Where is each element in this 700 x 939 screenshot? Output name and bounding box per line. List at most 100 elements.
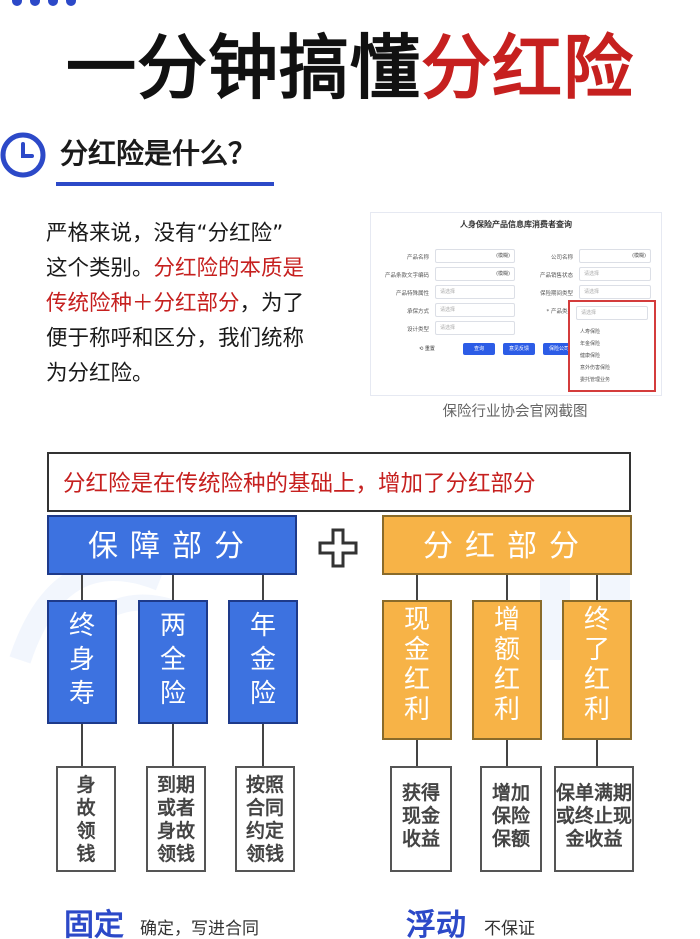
dividend-item-box: 增额红利 (472, 600, 542, 740)
intro-line: 便于称呼和区分，我们统称 (46, 326, 305, 351)
intro-line: 传统险种＋分红部分，为了 (46, 286, 366, 321)
guarantee-part-header: 保障部分 (47, 515, 297, 575)
form-field: (模糊) (435, 249, 515, 263)
guarantee-item-box: 两全险 (138, 600, 208, 724)
form-label: 产品条款文字编码 (384, 273, 429, 279)
connector-line (172, 724, 174, 766)
dividend-item-char: 红 (493, 665, 520, 695)
guarantee-description-line: 身故 (156, 820, 195, 842)
connector-line (172, 575, 174, 600)
form-label: 保险期间类型 (539, 291, 573, 297)
connector-line (416, 740, 418, 766)
guarantee-item-box: 终身寿 (47, 600, 117, 724)
guarantee-description-line: 或者 (156, 797, 195, 819)
screenshot-form-row: 产品名称 (模糊) 公司名称 (模糊) (371, 249, 661, 265)
dividend-item-box: 终了红利 (562, 600, 632, 740)
screenshot-caption: 保险行业协会官网截图 (442, 404, 588, 420)
form-label: 公司名称 (550, 255, 573, 261)
screenshot-dropdown: 请选择 人寿保险年金保险健康保险意外伤害保险委托管理业务 (568, 300, 656, 392)
intro-text: 严格来说，没有“分红险” 这个类别。分红险的本质是 传统险种＋分红部分，为了 便… (46, 216, 366, 391)
website-screenshot: 人身保险产品信息库消费者查询 产品名称 (模糊) 公司名称 (模糊) 产品条款文字编码 (… (370, 212, 662, 396)
guarantee-description-line: 合同 (245, 797, 284, 819)
fixed-description: 确定，写进合同 (140, 919, 259, 939)
dividend-description-line: 增加 (491, 782, 530, 804)
guarantee-description-line: 约定 (245, 820, 284, 842)
screenshot-button: ⟲ 重置 (411, 343, 443, 355)
guarantee-description-line: 故 (76, 797, 96, 819)
guarantee-item-char: 身 (68, 645, 95, 675)
dropdown-input: 请选择 (576, 306, 648, 320)
section-underline (56, 182, 274, 186)
dividend-item-description: 保单满期或终止现金收益 (554, 766, 634, 872)
dropdown-option: 意外伤害保险 (580, 365, 611, 371)
screenshot-button: 保险公司 (543, 343, 575, 355)
screenshot-title: 人身保险产品信息库消费者查询 (460, 220, 572, 229)
form-field: 请选择 (579, 285, 651, 299)
dividend-description-line: 现金 (401, 805, 440, 827)
guarantee-item-char: 终 (68, 611, 95, 641)
guarantee-description-line: 领钱 (245, 843, 284, 865)
dividend-item-char: 增 (493, 605, 520, 635)
dividend-item-char: 金 (403, 635, 430, 665)
dividend-description-line: 收益 (401, 828, 440, 850)
dividend-item-char: 利 (403, 695, 430, 725)
section-title: 分红险是什么？ (60, 137, 257, 170)
dividend-description-line: 保单满期 (556, 782, 633, 804)
form-label: 产品特殊属性 (395, 291, 429, 297)
intro-line: 这个类别。分红险的本质是 (46, 251, 366, 286)
dividend-description-line: 获得 (401, 782, 440, 804)
connector-line (506, 740, 508, 766)
dropdown-option: 人寿保险 (580, 329, 601, 335)
dividend-item-description: 获得现金收益 (390, 766, 452, 872)
dividend-item-char: 红 (583, 665, 610, 695)
dividend-description-line: 金收益 (565, 828, 623, 850)
dividend-item-char: 利 (583, 695, 610, 725)
screenshot-form-row: 产品特殊属性请选择保险期间类型请选择 (371, 285, 661, 301)
form-field: (模糊) (435, 267, 515, 281)
floating-label: 浮动 (406, 908, 466, 939)
dividend-item-char: 终 (583, 605, 610, 635)
dividend-item-char: 现 (403, 605, 430, 635)
guarantee-item-char: 年 (249, 611, 276, 641)
dividend-item-box: 现金红利 (382, 600, 452, 740)
dropdown-option: 健康保险 (580, 353, 601, 359)
form-label: 设计类型 (406, 327, 429, 333)
guarantee-item-char: 金 (249, 645, 276, 675)
guarantee-description-line: 领钱 (156, 843, 195, 865)
form-field: 请选择 (435, 285, 515, 299)
clock-icon (0, 132, 46, 178)
dividend-item-char: 红 (403, 665, 430, 695)
guarantee-item-description: 身故领钱 (56, 766, 116, 872)
form-label: 产品名称 (406, 255, 429, 261)
fixed-label: 固定 (64, 908, 124, 939)
form-field: 请选择 (435, 303, 515, 317)
intro-line: 严格来说，没有“分红险” (46, 221, 284, 246)
guarantee-item-char: 两 (159, 611, 186, 641)
dividend-description-line: 保险 (491, 805, 530, 827)
summary-banner: 分红险是在传统险种的基础上，增加了分红部分 (47, 452, 631, 512)
connector-line (596, 575, 598, 600)
intro-line: 为分红险。 (46, 361, 154, 386)
connector-line (506, 575, 508, 600)
dividend-part-header: 分红部分 (382, 515, 632, 575)
dropdown-option: 年金保险 (580, 341, 601, 347)
dropdown-option: 委托管理业务 (580, 377, 611, 383)
guarantee-description-line: 领 (76, 820, 96, 842)
form-field: (模糊) (579, 249, 651, 263)
dividend-item-description: 增加保险保额 (480, 766, 542, 872)
guarantee-item-char: 寿 (68, 679, 95, 709)
dividend-description-line: 保额 (491, 828, 530, 850)
guarantee-description-line: 按照 (245, 774, 284, 796)
dividend-item-char: 了 (583, 635, 610, 665)
guarantee-item-char: 险 (159, 679, 186, 709)
banner-text: 分红险是在传统险种的基础上，增加了分红部分 (63, 471, 536, 497)
form-label: 产品销售状态 (539, 273, 573, 279)
dividend-item-char: 额 (493, 635, 520, 665)
section-header: 分红险是什么？ (0, 132, 300, 188)
page-title: 一分钟搞懂分红险 (0, 28, 700, 108)
guarantee-description-line: 身 (76, 774, 96, 796)
top-decoration (12, 0, 76, 6)
guarantee-description-line: 钱 (76, 843, 96, 865)
connector-line (416, 575, 418, 600)
dropdown-options: 人寿保险年金保险健康保险意外伤害保险委托管理业务 (570, 326, 654, 386)
